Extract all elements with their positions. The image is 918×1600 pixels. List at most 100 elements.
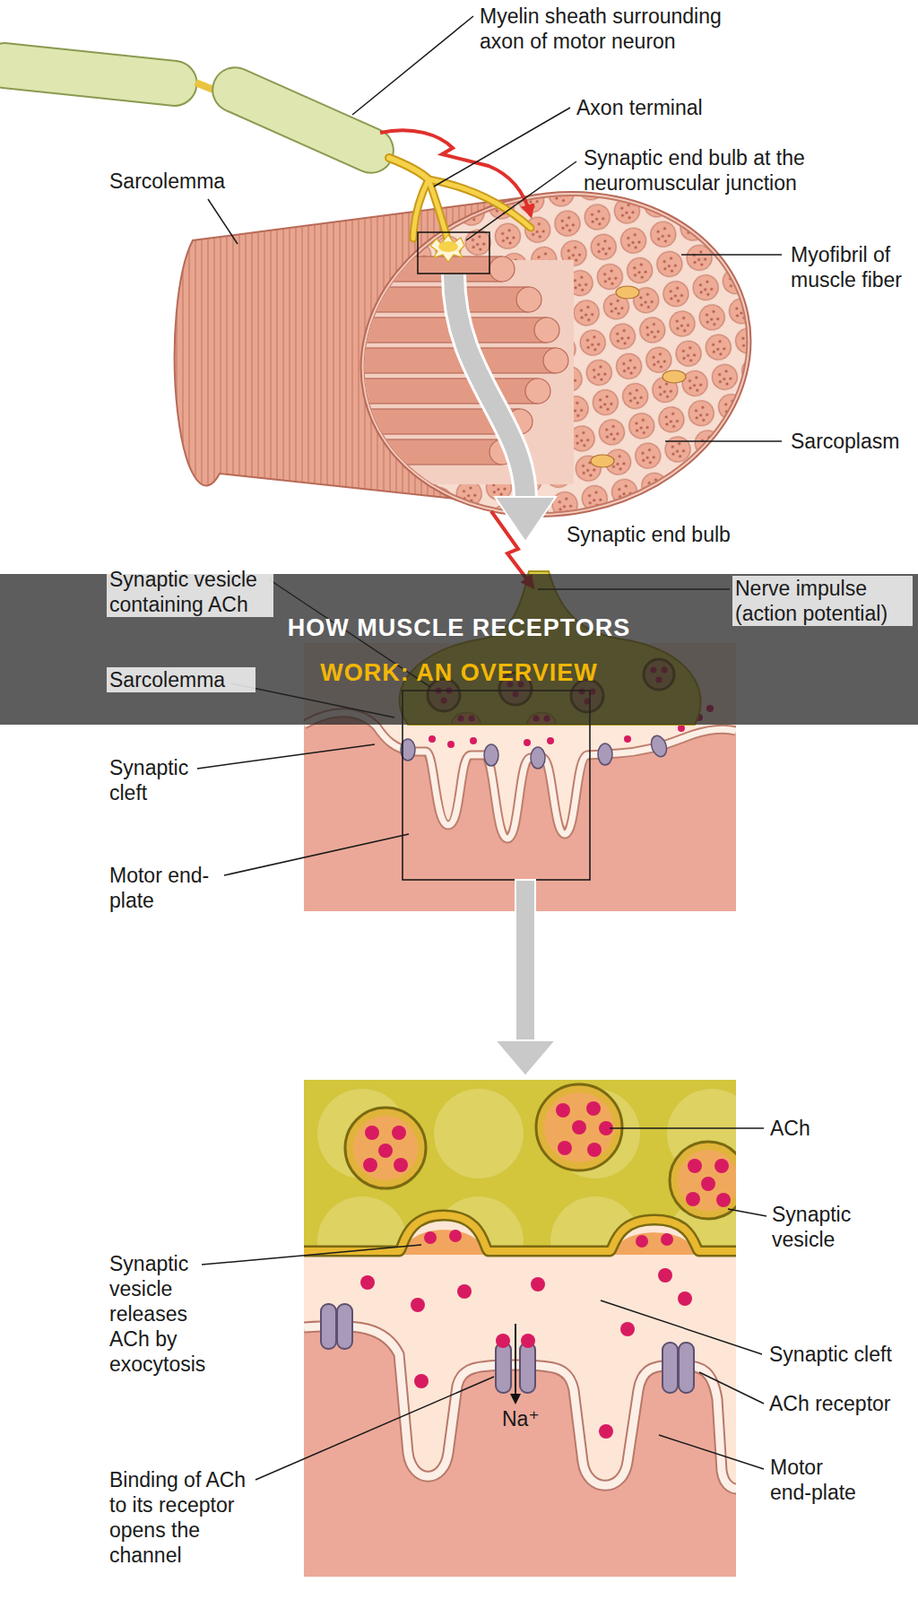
leader-line [207, 199, 238, 244]
detail-panel [669, 1141, 737, 1219]
myelin-sheath [195, 82, 214, 90]
detail-panel [716, 1192, 731, 1207]
callout-label: Na⁺ [502, 1405, 556, 1431]
callout-label: Axon terminal [576, 95, 756, 121]
callout-label: Motor end-plate [770, 1454, 864, 1505]
muscle-fiber [174, 155, 782, 552]
junction-panel [303, 712, 737, 839]
detail-panel [414, 1373, 429, 1388]
detail-panel [495, 1342, 511, 1393]
detail-panel [620, 1321, 635, 1336]
callout-label: Synaptic cleft [109, 754, 208, 806]
leader-line [224, 833, 409, 875]
junction-panel [469, 736, 477, 745]
leader-line [197, 16, 782, 1480]
title: HOW MUSCLE RECEPTORS WORK: AN OVERVIEW [261, 605, 657, 695]
leader-line [433, 107, 571, 187]
detail-panel [635, 1234, 649, 1248]
callout-label: Synaptic end bulb at the neuromuscular j… [583, 145, 835, 196]
myofibril-cutaway [543, 347, 569, 373]
junction-panel [484, 744, 499, 766]
synaptic-end-bulb [438, 241, 459, 252]
junction-panel [597, 743, 613, 765]
myofibril-cutaway [516, 286, 542, 312]
leader-line [609, 1126, 764, 1129]
detail-panel [364, 1125, 380, 1140]
detail-panel [363, 1157, 378, 1172]
axon-terminal [389, 157, 429, 180]
axon-terminal [389, 157, 429, 180]
callout-label: Synaptic vesicle [771, 1201, 907, 1252]
junction-panel [303, 712, 737, 839]
zoom-arrow [453, 274, 526, 499]
callout-label: Nerve impulse (action potential) [732, 575, 913, 626]
axon-terminal [413, 179, 429, 239]
leader-line [699, 1371, 764, 1403]
detail-panel [391, 1125, 407, 1140]
detail-panel [403, 1229, 485, 1255]
zoom-arrow [453, 274, 556, 542]
myelin-sheath [0, 41, 200, 109]
detail-panel [530, 1276, 546, 1291]
junction-panel [400, 733, 670, 769]
detail-panel [677, 1290, 693, 1306]
detail-panel [457, 1283, 472, 1299]
junction-panel [530, 746, 546, 769]
zoom-arrow [494, 1039, 556, 1076]
leader-line [658, 1434, 764, 1469]
myelin-sheath [0, 41, 401, 181]
detail-panel [393, 1157, 408, 1172]
detail-panel [424, 1230, 437, 1244]
detail-panel [519, 1342, 536, 1393]
detail-panel [320, 1303, 337, 1349]
callout-label: ACh receptor [769, 1390, 913, 1416]
mitochondrion [615, 285, 640, 299]
callout-label: Synaptic vesicle containing ACh [106, 566, 274, 617]
detail-panel [410, 1297, 425, 1312]
detail-panel [677, 1149, 737, 1211]
mitochondrion [662, 370, 686, 383]
myofibril-cutaway [358, 256, 503, 282]
callout-label: Motor end-plate [109, 862, 225, 913]
callout-label: Myofibril of muscle fiber [790, 242, 913, 293]
mitochondrion [590, 454, 615, 468]
detail-panel [544, 1091, 615, 1162]
leader-line [201, 1244, 422, 1265]
zoom-arrow [494, 879, 556, 1076]
mitochondrion [590, 285, 686, 468]
leader-line [600, 1299, 763, 1354]
detail-panel [360, 1274, 375, 1290]
callout-label: Synaptic vesicle releases ACh by exocyto… [109, 1250, 222, 1377]
detail-panel [701, 1176, 716, 1191]
detail-panel [303, 1214, 737, 1251]
detail-panel [660, 1232, 674, 1246]
detail-panel [678, 1342, 694, 1393]
callout-label: Myelin sheath surrounding axon of motor … [479, 3, 758, 54]
callout-label: Synaptic end bulb [566, 521, 764, 547]
detail-panel [378, 1143, 393, 1158]
detail-panel [360, 1100, 731, 1438]
muscle-fiber [330, 155, 782, 552]
junction-panel [648, 733, 669, 759]
detail-panel [662, 1342, 678, 1393]
leader-line [466, 161, 577, 241]
junction-panel [428, 735, 436, 743]
synaptic-end-bulb [417, 232, 490, 274]
myofibril-cutaway [358, 439, 503, 465]
callout-label: Sarcolemma [106, 666, 256, 693]
detail-panel [687, 1158, 702, 1173]
callout-label: Sarcolemma [109, 168, 253, 194]
detail-panel [345, 1107, 426, 1188]
junction-panel [546, 736, 555, 745]
axon-terminal [413, 179, 429, 239]
zoom-arrow [515, 879, 536, 1043]
synaptic-end-bulb [430, 234, 465, 262]
detail-panel [555, 1102, 571, 1118]
junction-panel [623, 735, 632, 743]
callout-label: Synaptic cleft [769, 1341, 913, 1367]
zoom-arrow [494, 496, 556, 542]
detail-panel [495, 1333, 511, 1348]
detail-panel [586, 1100, 601, 1116]
detail-panel [557, 1140, 572, 1155]
detail-panel [303, 1325, 737, 1577]
